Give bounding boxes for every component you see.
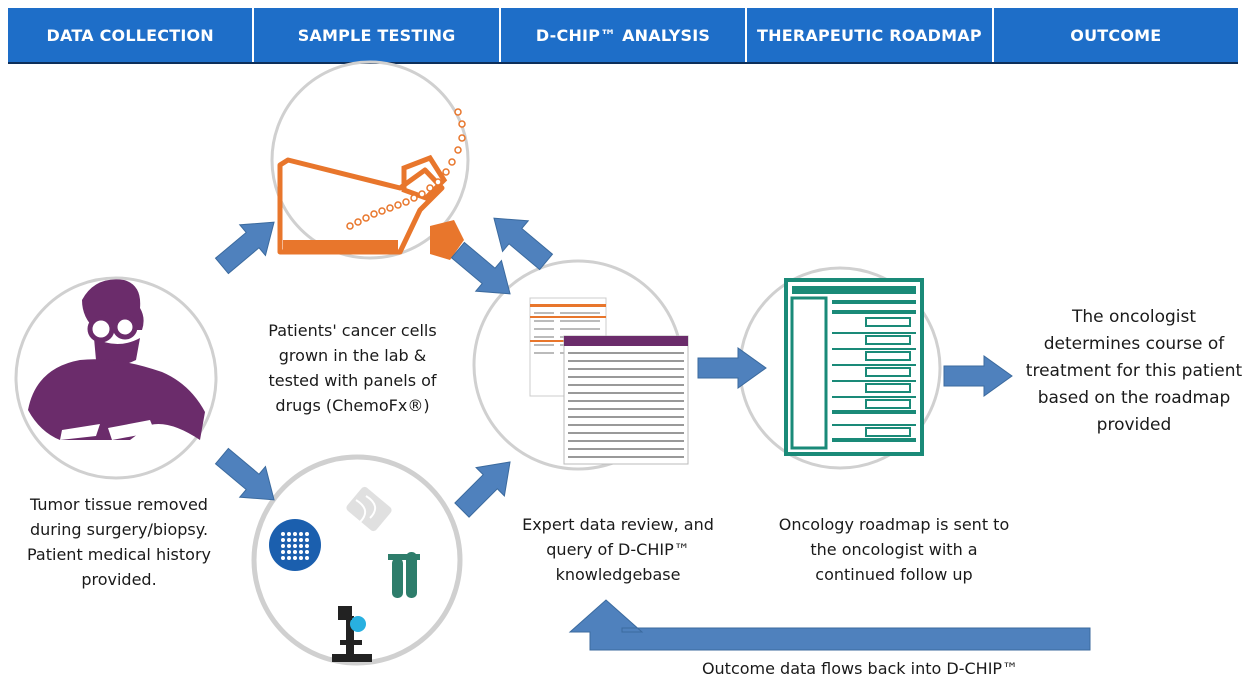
caption-roadmap: Oncology roadmap is sent to the oncologi… — [778, 515, 1010, 584]
tab-therapeutic-roadmap[interactable]: THERAPEUTIC ROADMAP — [747, 8, 994, 62]
test-tubes-icon — [388, 552, 420, 598]
microscope-icon — [332, 606, 372, 662]
caption-sample-testing: Patients' cancer cells grown in the lab … — [268, 321, 437, 415]
tab-sample-testing[interactable]: SAMPLE TESTING — [254, 8, 501, 62]
culture-flask-icon — [277, 108, 466, 260]
process-tabs: DATA COLLECTION SAMPLE TESTING D-CHIP™ A… — [8, 8, 1238, 64]
tab-dchip-analysis[interactable]: D-CHIP™ ANALYSIS — [501, 8, 748, 62]
flask-circle — [270, 60, 470, 260]
caption-feedback: Outcome data flows back into D-CHIP™ — [701, 659, 1019, 678]
well-plate-icon — [269, 519, 321, 571]
arrow-to-flask — [208, 206, 288, 282]
report-document-icon — [529, 297, 689, 465]
caption-data-collection: Tumor tissue removed during surgery/biop… — [27, 495, 211, 589]
dna-tag-icon — [346, 486, 392, 532]
surgeon-icon — [28, 279, 205, 440]
lab-circle — [251, 454, 463, 666]
arrow-roadmap-to-outcome — [943, 355, 1013, 397]
tab-outcome[interactable]: OUTCOME — [1070, 25, 1162, 45]
caption-expert-review: Expert data review, and query of D-CHIP™… — [522, 515, 714, 584]
feedback-arrow — [568, 599, 1091, 651]
surgeon-circle — [14, 276, 218, 480]
tab-data-collection[interactable]: DATA COLLECTION — [8, 8, 255, 62]
arrow-report-to-roadmap — [697, 347, 767, 389]
caption-outcome: The oncologist determines course of trea… — [1025, 307, 1243, 435]
roadmap-document-icon — [784, 278, 924, 456]
